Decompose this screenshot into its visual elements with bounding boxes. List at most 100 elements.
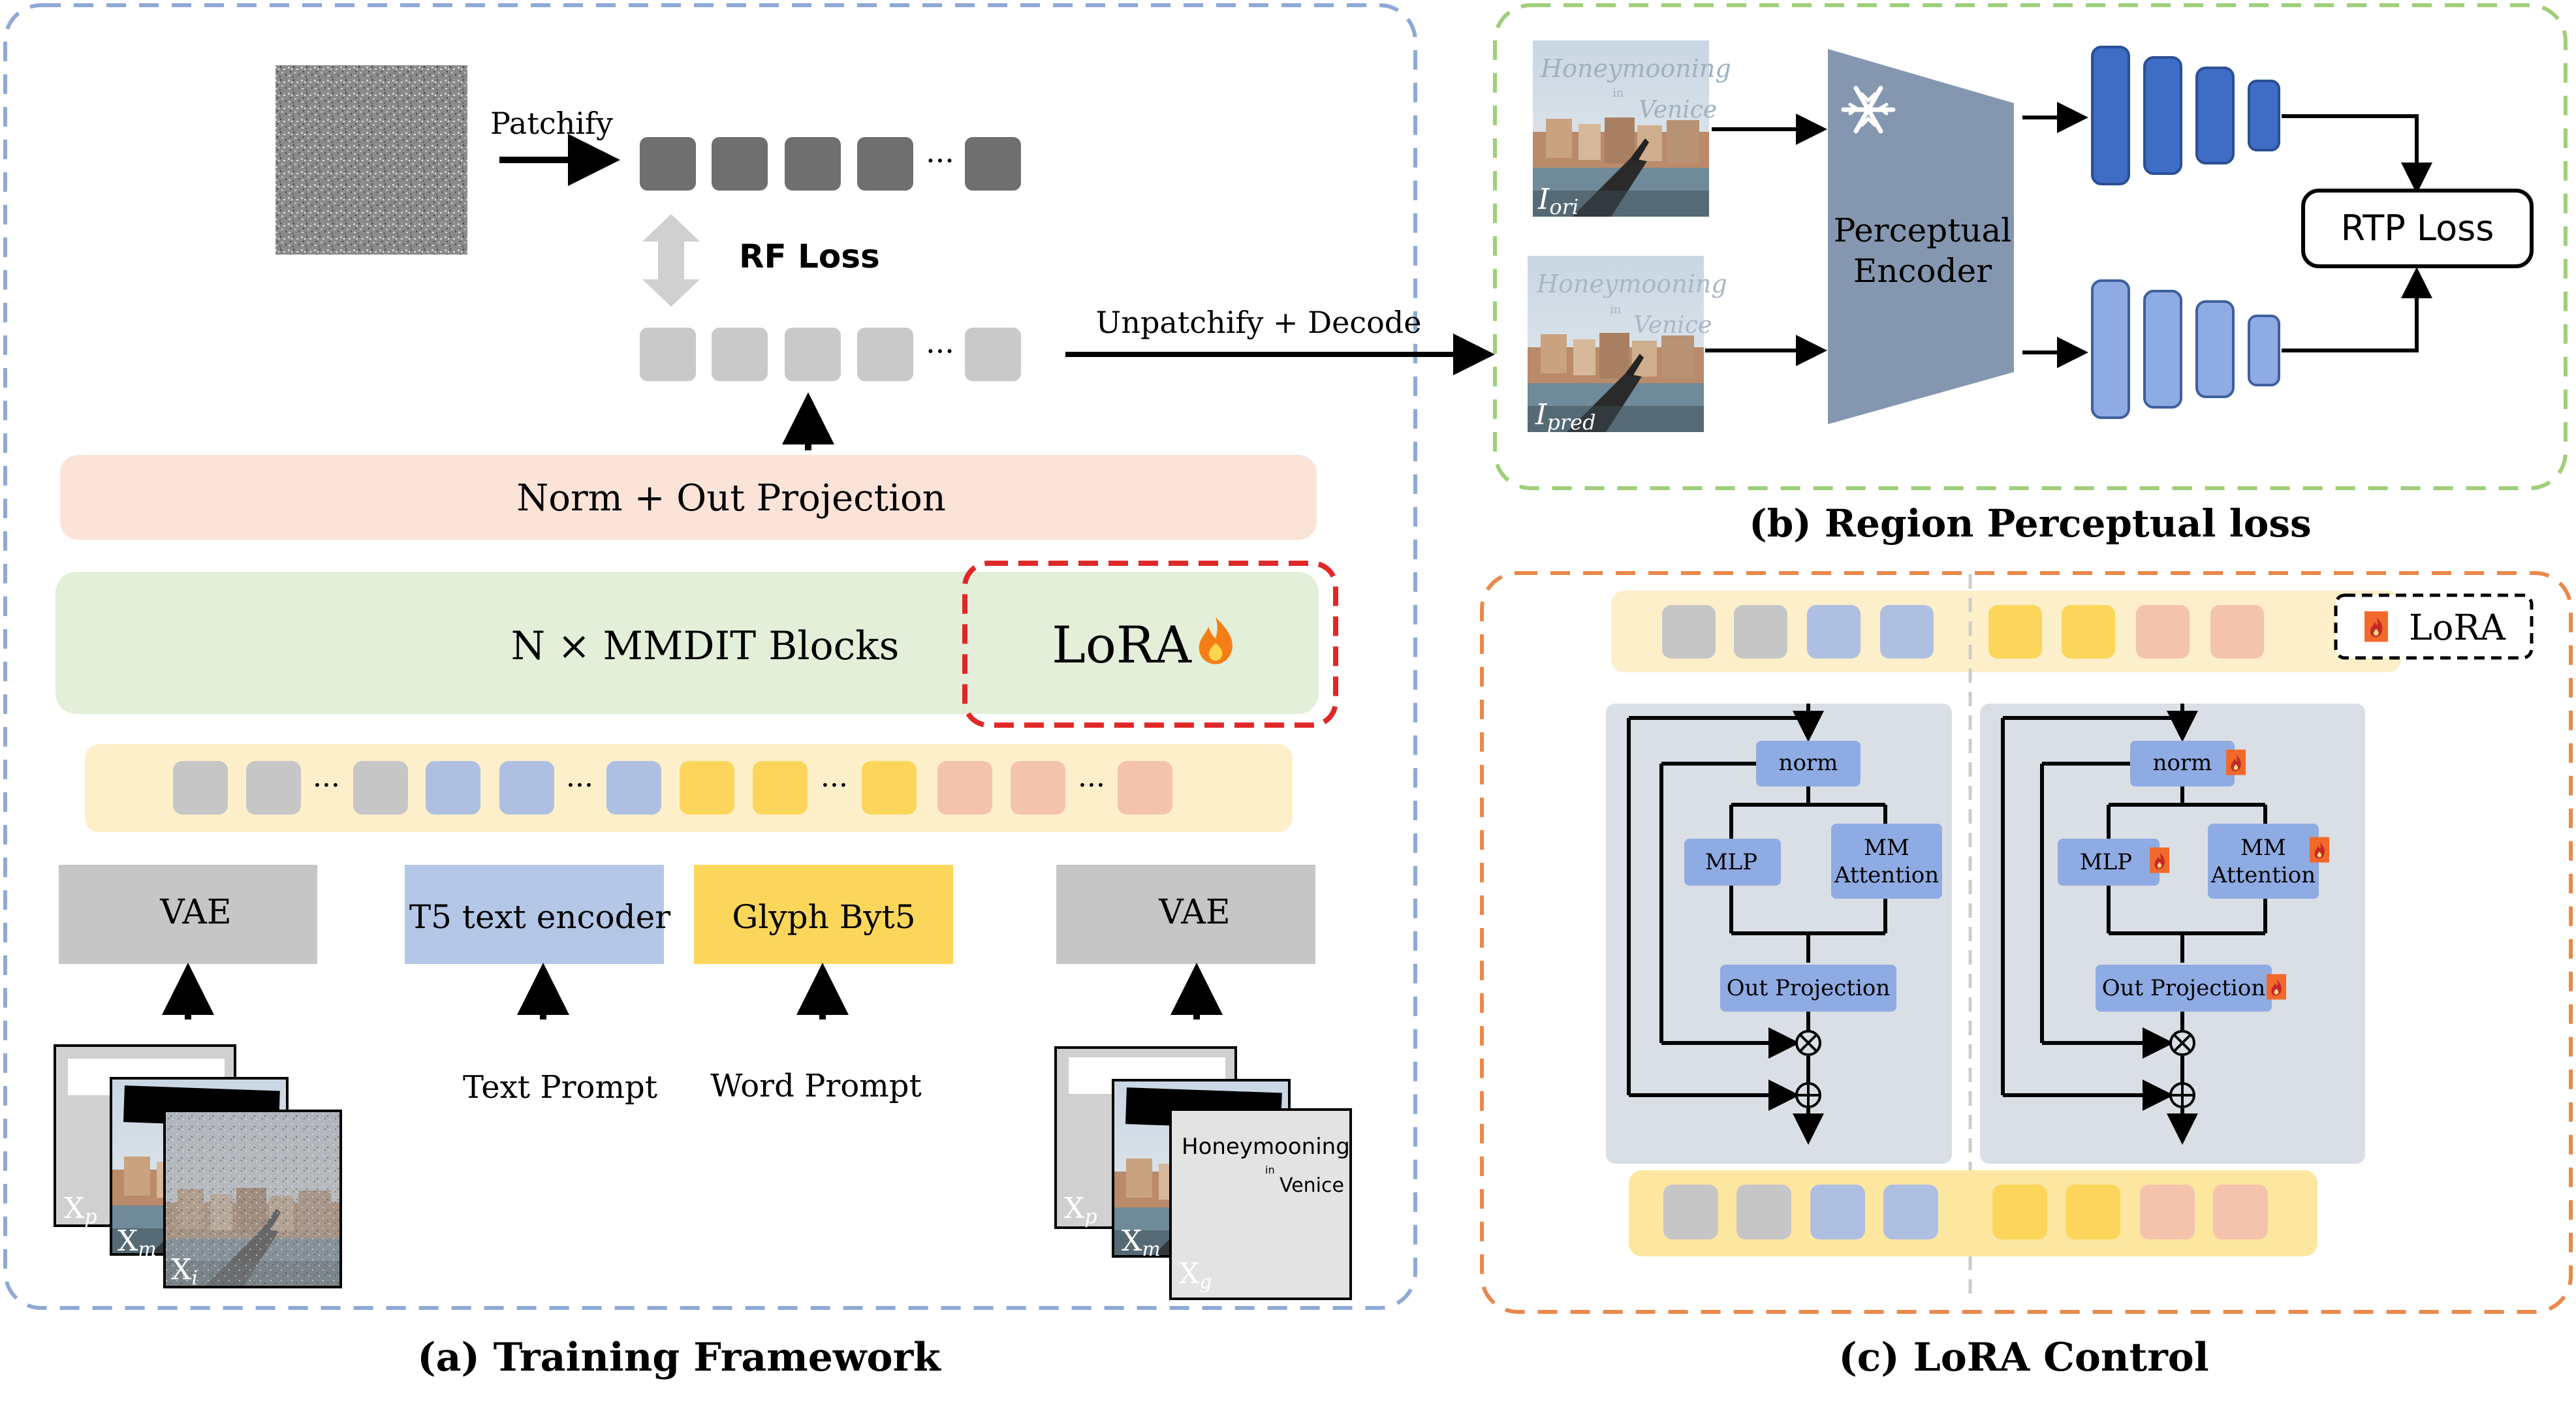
image-token [246,761,301,815]
unpatchify-label: Unpatchify + Decode [1096,305,1422,340]
bottom-token-row [1663,1185,2268,1239]
text-token [1810,1185,1865,1239]
feature-map [2248,315,2280,386]
pred-token [857,328,913,381]
out-projection-module-lora [2096,965,2272,1012]
img-title-2: in [1612,86,1624,100]
img-title-2: in [1610,303,1622,317]
glyph-token [680,761,734,815]
text-token [1807,605,1861,659]
ellipsis: ··· [821,769,848,802]
image-xi [163,1110,342,1288]
glyph-card-line2: in [1265,1164,1275,1176]
glyph-token [862,761,917,815]
pred-token [640,328,696,381]
right-input-stack: Xp Xm Honeymooning in Venice Xg [1054,1046,1352,1300]
text-token [1880,605,1934,659]
mlp-label: MLP [2080,849,2132,875]
text-token [499,761,554,815]
condition-token [2140,1185,2195,1239]
image-token [353,761,408,815]
glyph-token [1992,1185,2047,1239]
image-token [1663,1185,1718,1239]
panel-c-frame [1480,571,2573,1314]
flame-icon [2310,837,2329,863]
noise-token [965,137,1021,191]
ellipsis: ··· [313,769,340,802]
perceptual-encoder [1828,49,2014,424]
text-token [426,761,480,815]
glyph-token [2062,605,2115,659]
noise-token [785,137,841,191]
mlp-module-lora [2058,839,2160,886]
glyph-card-line1: Honeymooning [1182,1134,1350,1160]
xm-label: Xm [118,1224,157,1261]
text-prompt-label: Text Prompt [463,1069,657,1106]
i-pred-label: Ipred [1535,398,1596,435]
feature-maps-ori [2091,46,2280,185]
mmdit-blocks [55,572,1319,714]
text-token [1883,1185,1938,1239]
feature-map [2195,67,2235,164]
condition-token [2210,605,2264,659]
panel-b-frame [1493,3,2568,490]
img-title-1: Honeymooning [1536,270,1727,298]
mm-label: MM [1864,835,1909,861]
word-prompt-label: Word Prompt [710,1068,922,1104]
vae-right-block [1056,865,1315,964]
rtp-loss-label: RTP Loss [2341,208,2494,249]
rf-loss-label: RF Loss [739,238,880,275]
xg-label: Xg [1179,1257,1212,1294]
feature-map [2091,46,2130,185]
rf-loss-double-arrow [642,214,700,307]
pred-token [712,328,768,381]
norm-out-projection-label: Norm + Out Projection [516,477,946,520]
feature-map [2248,80,2280,151]
ellipsis: ··· [1078,769,1105,802]
panel-a-caption: (a) Training Framework [417,1335,941,1380]
flame-icon [2226,749,2246,775]
arrow-ori-to-loss [2282,114,2432,194]
rtp-loss-box [2301,189,2534,268]
xp-label: Xp [1064,1192,1097,1228]
glyph-card-line3: Venice [1280,1174,1344,1197]
attention-label: Attention [1834,862,1939,888]
xi-label: Xi [171,1253,198,1290]
image-token [1734,605,1787,659]
flame-icon [2364,611,2388,642]
norm-label: norm [2153,750,2212,776]
vae-left-label: VAE [159,893,232,932]
t5-encoder-block [405,865,664,964]
glyph-byt5-block [694,865,953,964]
top-token-row [1662,605,2264,659]
panel-b-caption: (b) Region Perceptual loss [1749,501,2311,546]
snowflake-icon [1841,86,1896,134]
mmdit-label: N × MMDIT Blocks [511,623,900,669]
condition-token [2213,1185,2268,1239]
noise-token [640,137,696,191]
text-token [606,761,661,815]
condition-token [937,761,992,815]
image-token [1662,605,1716,659]
right-block-wiring [2001,704,2267,1145]
lora-legend [2334,593,2534,660]
glyph-token [753,761,808,815]
flame-icon [2150,847,2169,873]
panel-c-caption: (c) LoRA Control [1838,1335,2208,1380]
noise-token [712,137,768,191]
glyph-token [2066,1185,2120,1239]
arrow-pred-to-loss [2282,267,2432,352]
mm-attention-module [1831,824,1942,899]
mm-attention-module-lora [2208,824,2319,899]
patchify-label: Patchify [490,106,613,141]
out-projection-label: Out Projection [2102,975,2265,1001]
noise-token [857,137,913,191]
image-token [173,761,228,815]
feature-map [2143,56,2182,175]
norm-out-projection-block [60,455,1317,540]
t5-encoder-label: T5 text encoder [409,898,670,936]
norm-module-lora [2130,741,2235,786]
feature-maps-pred [2091,279,2280,419]
lora-highlight-box [962,561,1338,728]
